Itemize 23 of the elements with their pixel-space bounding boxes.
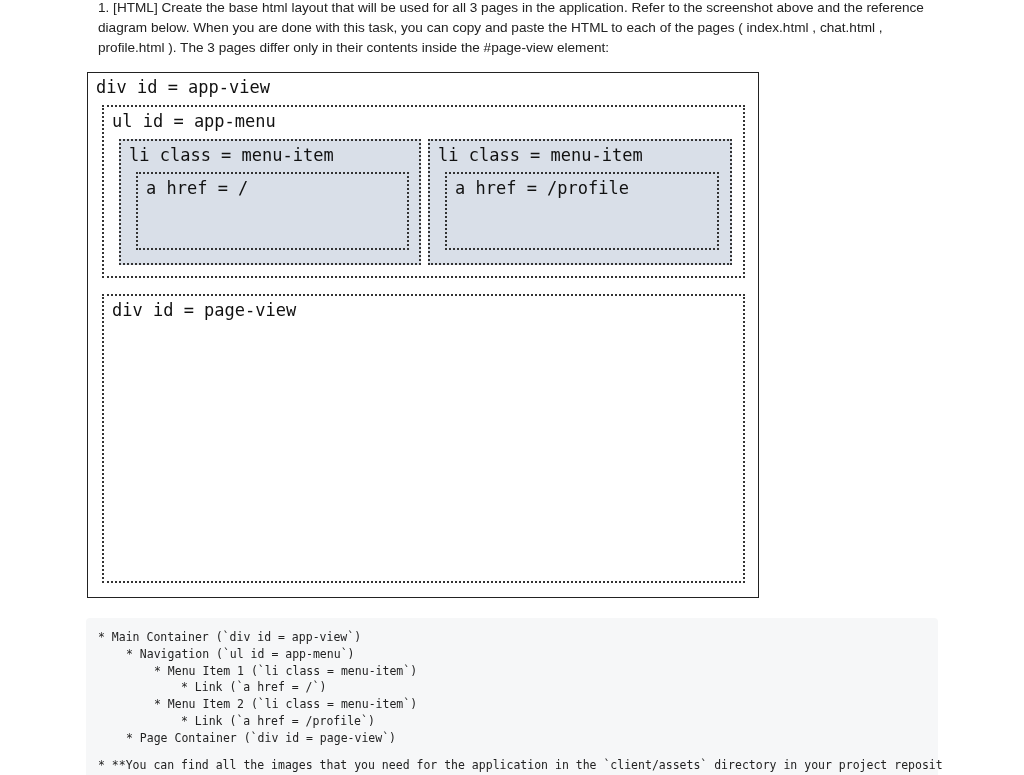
element-label: a href = /profile [455,178,629,198]
element-label: a href = / [146,178,249,198]
menu-item-box [428,139,732,265]
link-box [136,172,409,250]
element-label: li class = menu-item [438,145,643,165]
code-line: * Menu Item 1 (`li class = menu-item`) [154,664,418,678]
instruction-text: 1. [HTML] Create the base html layout that will be used for all 3 pages in the application. Refer to the screenshot above and the reference diagram below. When you are done with this task, you can copy and paste the HTML to each of the pages ( index.html , chat.html , profile.html ). The 3 pages differ only in their contents inside the #page-view element: [98,0,925,57]
container-box [102,294,745,583]
menu-box [102,105,745,278]
code-line: * **You can find all the images that you need for the application in the `client/assets` directory in your project reposit [98,758,943,772]
element-label: div id = app-view [96,77,270,97]
element-label: li class = menu-item [129,145,334,165]
code-line: * Link (`a href = /`) [181,680,327,694]
menu-item-box [119,139,421,265]
link-box [445,172,719,250]
element-label: ul id = app-menu [112,111,276,131]
code-line: * Navigation (`ul id = app-menu`) [126,647,355,661]
code-line: * Menu Item 2 (`li class = menu-item`) [154,697,418,711]
container-box [87,72,759,598]
code-line: * Main Container (`div id = app-view`) [98,630,362,644]
code-line: * Page Container (`div id = page-view`) [126,731,397,745]
element-label: div id = page-view [112,300,297,320]
code-line: * Link (`a href = /profile`) [181,714,375,728]
